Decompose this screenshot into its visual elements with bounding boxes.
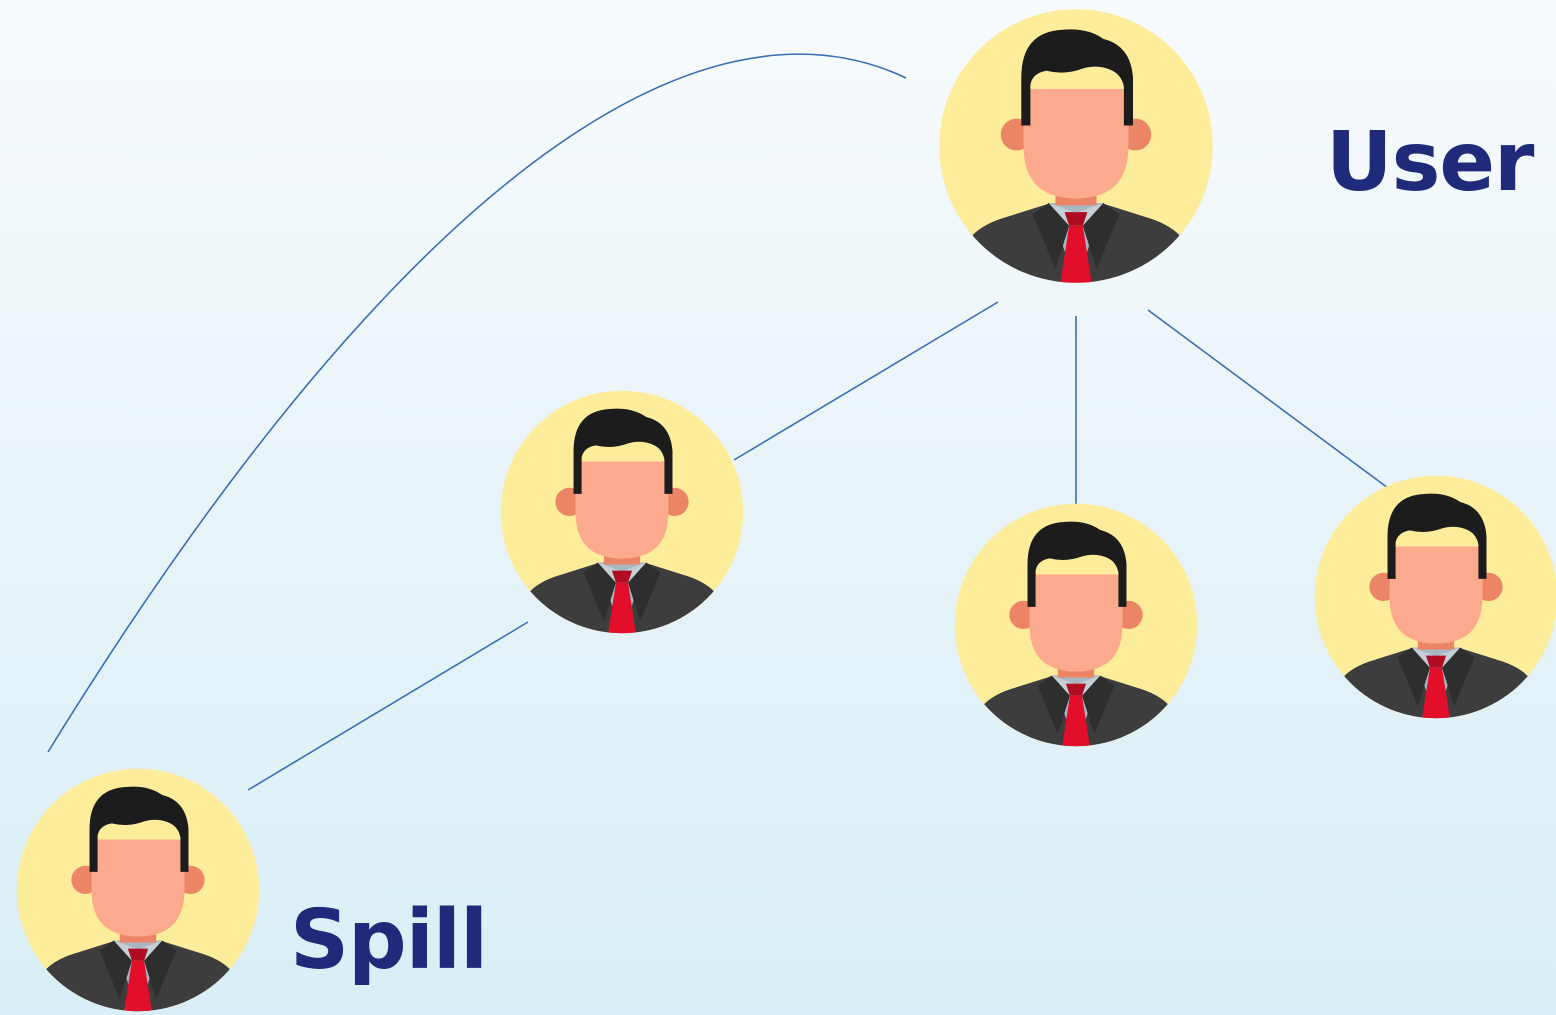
connector-user-to-spill: [47, 53, 907, 753]
connector-user-to-mid-right: [1147, 309, 1389, 489]
mid-center-avatar-icon: [955, 504, 1197, 748]
spill-avatar-icon: [17, 769, 259, 1013]
mid-left-avatar-icon: [501, 391, 743, 635]
mid-right-avatar-icon: [1315, 476, 1556, 720]
connector-mid-left-to-spill: [247, 621, 529, 791]
connector-user-to-mid-left: [733, 301, 999, 461]
spill-label: Spill: [290, 893, 488, 988]
user-label: User: [1326, 115, 1534, 210]
user-avatar-icon: [939, 9, 1213, 285]
